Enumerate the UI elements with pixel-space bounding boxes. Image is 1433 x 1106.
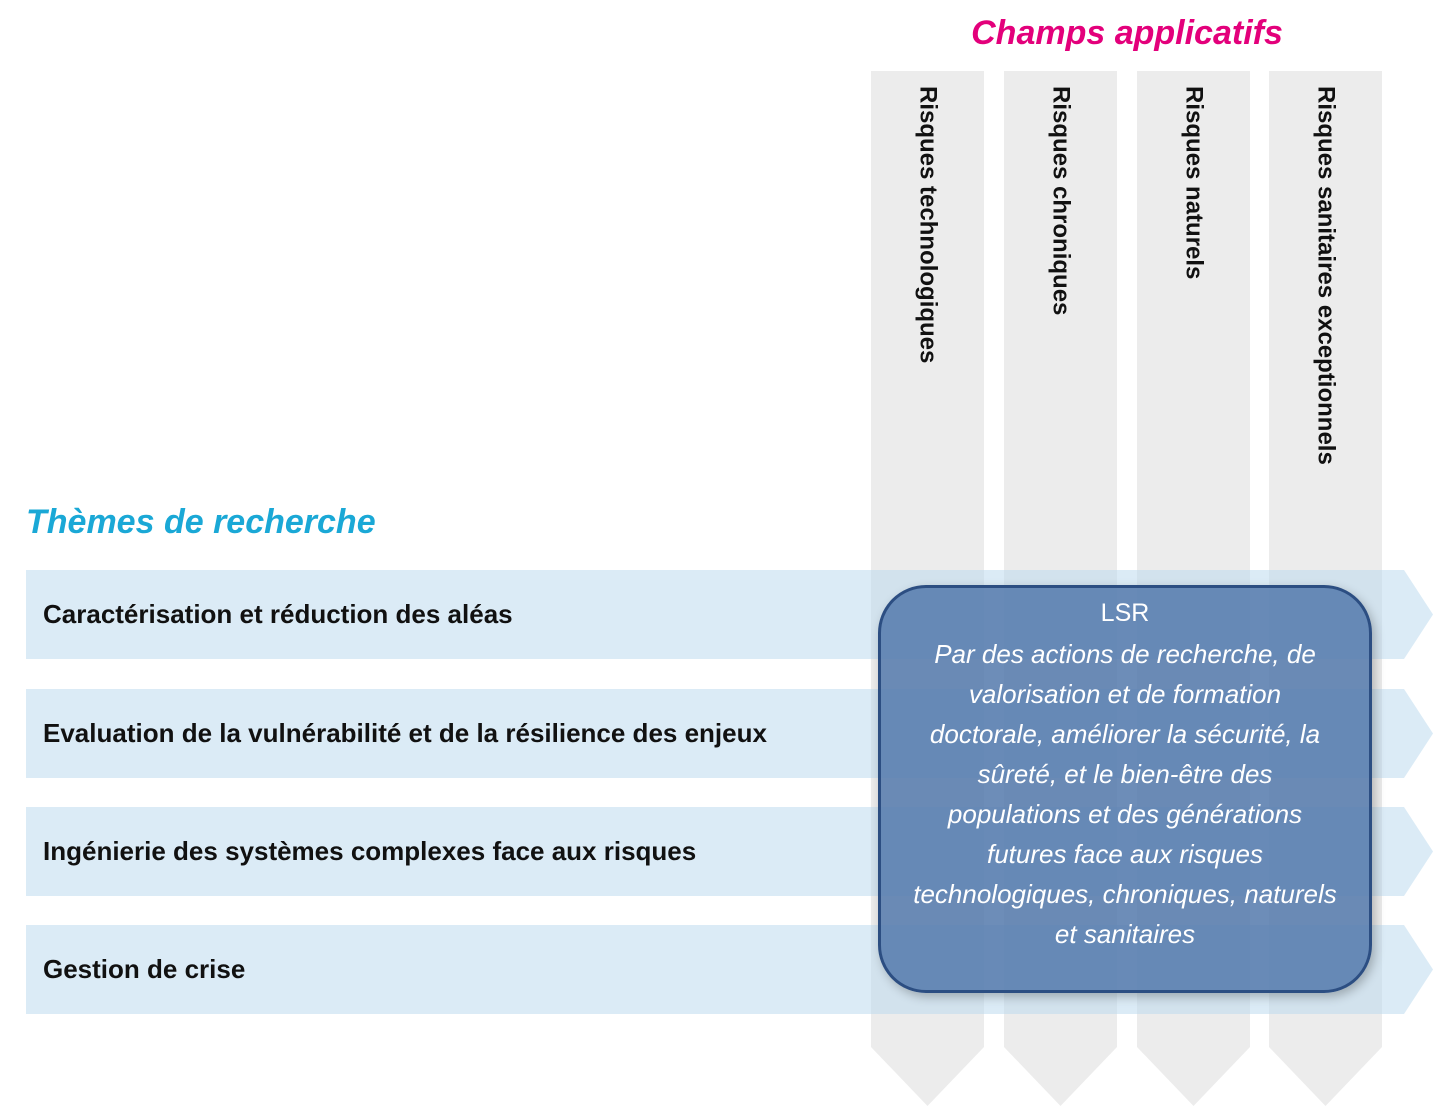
header-title: Champs applicatifs xyxy=(971,14,1283,52)
column-label-technologiques: Risques technologiques xyxy=(914,86,942,364)
lsr-box: LSR Par des actions de recherche, de val… xyxy=(878,585,1372,993)
themes-title: Thèmes de recherche xyxy=(26,503,376,541)
row-label-ingenierie: Ingénierie des systèmes complexes face a… xyxy=(43,836,697,866)
column-label-naturels: Risques naturels xyxy=(1180,86,1208,280)
row-label-vulnerabilite: Evaluation de la vulnérabilité et de la … xyxy=(43,718,767,748)
lsr-description: Par des actions de recherche, de valoris… xyxy=(913,639,1337,949)
row-label-crise: Gestion de crise xyxy=(43,954,246,984)
row-label-aleas: Caractérisation et réduction des aléas xyxy=(43,599,513,629)
column-label-sanitaires: Risques sanitaires exceptionnels xyxy=(1312,86,1340,465)
lsr-title: LSR xyxy=(1100,599,1150,627)
column-label-chroniques: Risques chroniques xyxy=(1047,86,1075,316)
